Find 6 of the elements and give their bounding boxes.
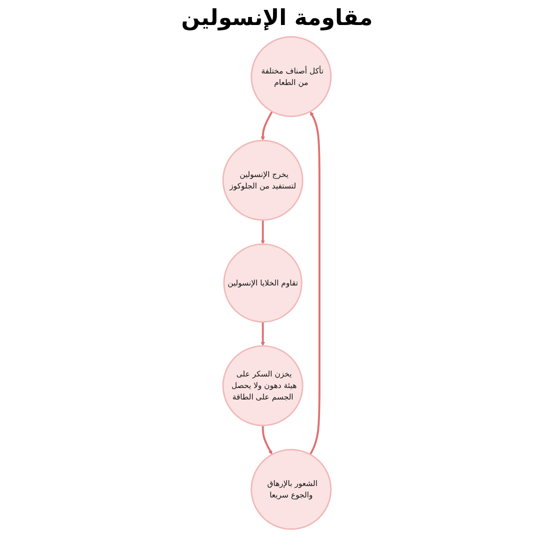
arrow	[260, 322, 265, 346]
arrow	[260, 220, 265, 244]
arrow	[260, 111, 273, 141]
arrow	[262, 426, 272, 455]
arrow	[309, 111, 320, 455]
diagram-title: مقاومة الإنسولين	[180, 6, 374, 31]
